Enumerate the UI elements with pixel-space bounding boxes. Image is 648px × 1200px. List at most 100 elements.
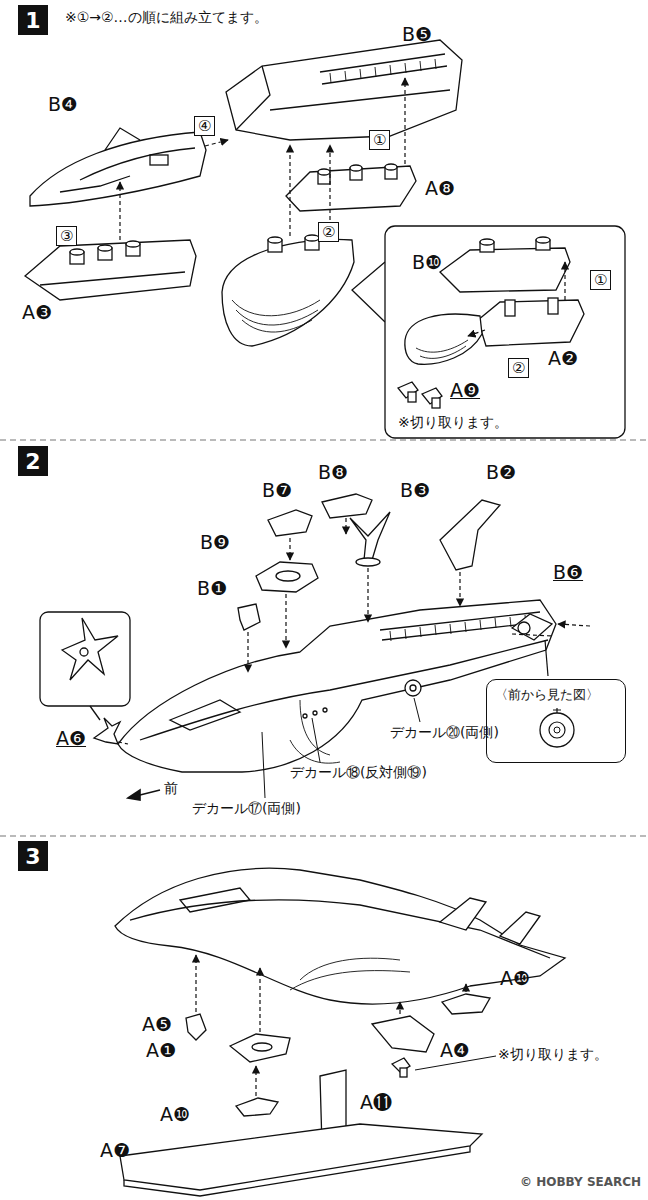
part-drawing xyxy=(40,272,185,285)
inset-frame xyxy=(40,612,130,706)
inset-frame xyxy=(352,226,625,438)
assembly-arrow xyxy=(195,955,196,1012)
note-text: ※切り取ります。 xyxy=(398,414,508,430)
callout-number: A❻ xyxy=(56,728,86,750)
assembly-arrow xyxy=(564,262,565,300)
part-drawing xyxy=(105,128,140,150)
assembly-arrow xyxy=(247,632,248,672)
assembly-arrow xyxy=(333,1010,334,1068)
callout-number: B❺ xyxy=(402,24,432,46)
inset-frame xyxy=(40,612,130,720)
part-drawing xyxy=(236,1098,278,1116)
note-text: デカール⑱(反対側⑲) xyxy=(290,764,427,780)
part-drawing xyxy=(270,90,450,110)
part-drawing xyxy=(115,868,565,1004)
part-drawing xyxy=(398,237,584,408)
front-view-drawing xyxy=(553,708,561,713)
part-drawing xyxy=(290,700,340,763)
callout-number: A❹ xyxy=(440,1040,470,1062)
front-view-box: 〈前から見た図〉 xyxy=(486,679,626,763)
part-drawing xyxy=(94,718,120,744)
inset-frame xyxy=(90,706,100,720)
part-drawing xyxy=(410,685,416,691)
assembly-arrow xyxy=(289,145,290,236)
part-drawing xyxy=(320,54,447,84)
part-drawing xyxy=(286,166,416,211)
panel-divider xyxy=(0,440,648,836)
part-drawing xyxy=(548,298,558,314)
leader-line xyxy=(262,698,420,798)
front-view-drawing xyxy=(549,722,565,738)
step-order-number: ① xyxy=(590,270,611,290)
part-drawing xyxy=(356,558,380,566)
callout-number: A❼ xyxy=(100,1140,130,1162)
assembly-arrow xyxy=(196,955,466,1096)
part-drawing xyxy=(276,571,300,581)
part-drawing xyxy=(432,398,440,408)
callout-number: B❷ xyxy=(486,462,516,484)
part-drawing xyxy=(478,300,584,346)
inset-frame xyxy=(385,226,625,438)
view-title: 〈前から見た図〉 xyxy=(495,686,617,704)
part-drawing xyxy=(405,314,482,364)
part-drawing xyxy=(256,562,318,592)
step-number-text: 1 xyxy=(25,8,40,33)
callout-number: A❺ xyxy=(142,1014,172,1036)
assembly-arrow xyxy=(119,182,120,240)
panel-divider xyxy=(0,835,648,836)
part-drawing xyxy=(25,240,196,300)
part-drawing xyxy=(440,248,570,292)
part-drawing xyxy=(70,249,84,255)
assembly-arrow xyxy=(118,742,128,744)
leader-line xyxy=(262,732,265,798)
callout-number: A❷ xyxy=(548,348,578,370)
step-order-number: ③ xyxy=(56,226,77,246)
assembly-arrow xyxy=(345,518,346,534)
part-drawing xyxy=(390,615,526,641)
assembly-arrow xyxy=(255,1066,256,1096)
callout-number: A❿ xyxy=(500,968,530,990)
part-drawing xyxy=(322,494,372,518)
callout-pointer xyxy=(545,640,548,676)
step-number-text: 2 xyxy=(25,449,40,474)
step-order-number: ④ xyxy=(194,116,215,136)
part-drawing xyxy=(505,300,515,316)
step-number: 3 xyxy=(18,841,48,871)
part-drawing xyxy=(130,900,550,958)
part-drawing xyxy=(126,241,140,247)
note-text: デカール⑰(両側) xyxy=(192,800,301,816)
assembly-arrow xyxy=(558,624,590,626)
step-order-number: ① xyxy=(369,130,390,150)
part-drawing xyxy=(303,714,307,718)
assembly-arrow xyxy=(367,568,368,622)
part-drawing xyxy=(170,700,240,730)
callout-number: A❶ xyxy=(146,1040,176,1062)
assembly-arrow xyxy=(399,1002,400,1014)
callout-number: B❹ xyxy=(48,94,78,116)
inset-frame xyxy=(80,648,88,656)
part-drawing xyxy=(416,340,468,358)
part-drawing xyxy=(268,237,282,243)
leader-line xyxy=(414,698,420,722)
part-drawing xyxy=(536,237,550,243)
part-drawing xyxy=(323,708,327,712)
callout-number: A⓫ xyxy=(360,1092,392,1114)
part-drawing xyxy=(186,1014,206,1040)
part-drawing xyxy=(372,1016,434,1052)
front-view-drawing xyxy=(540,713,574,747)
leader-line xyxy=(312,718,320,762)
callout-pointer xyxy=(545,640,548,676)
part-drawing xyxy=(405,680,421,696)
watermark: © HOBBY SEARCH xyxy=(520,1176,641,1190)
assembly-arrow xyxy=(285,594,286,648)
part-drawing xyxy=(222,239,354,346)
part-drawing xyxy=(512,614,552,640)
part-drawing xyxy=(98,245,112,251)
note-text: ※切り取ります。 xyxy=(498,1046,608,1062)
assembly-arrow xyxy=(404,78,405,164)
part-drawing xyxy=(440,500,500,570)
direction-arrow xyxy=(128,790,160,800)
note-text: ※①→②…の順に組み立てます。 xyxy=(65,9,268,25)
assembly-arrow xyxy=(468,262,565,336)
